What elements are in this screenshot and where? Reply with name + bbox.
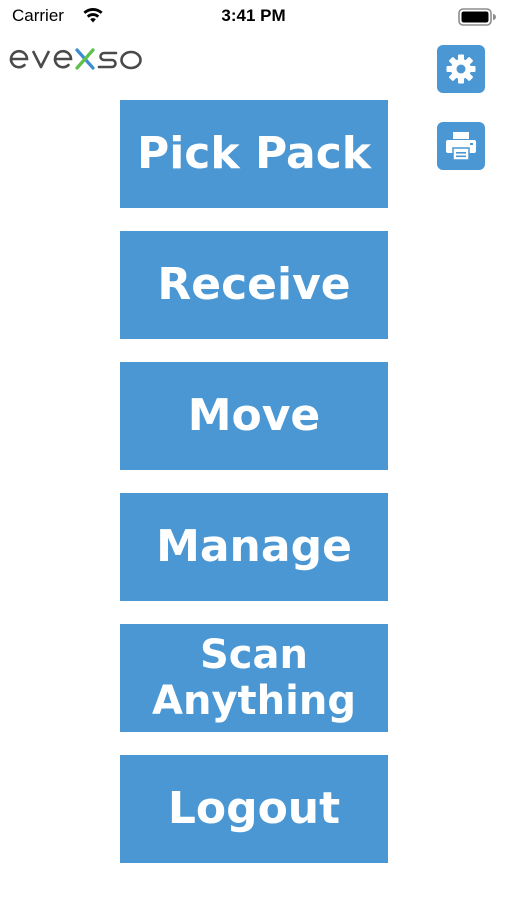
- move-button[interactable]: Move: [120, 362, 388, 470]
- manage-button[interactable]: Manage: [120, 493, 388, 601]
- printer-icon: [446, 132, 476, 161]
- battery-icon: [458, 8, 496, 26]
- status-bar: Carrier 3:41 PM: [0, 0, 507, 34]
- wifi-icon: [83, 7, 103, 23]
- scan-anything-button[interactable]: Scan Anything: [120, 624, 388, 732]
- carrier-label: Carrier: [12, 6, 64, 25]
- evexso-logo: [9, 48, 142, 70]
- status-time: 3:41 PM: [221, 6, 286, 25]
- printer-button[interactable]: [437, 122, 485, 170]
- pick-pack-button[interactable]: Pick Pack: [120, 100, 388, 208]
- receive-button[interactable]: Receive: [120, 231, 388, 339]
- logout-button[interactable]: Logout: [120, 755, 388, 863]
- gear-icon: [446, 54, 476, 84]
- settings-button[interactable]: [437, 45, 485, 93]
